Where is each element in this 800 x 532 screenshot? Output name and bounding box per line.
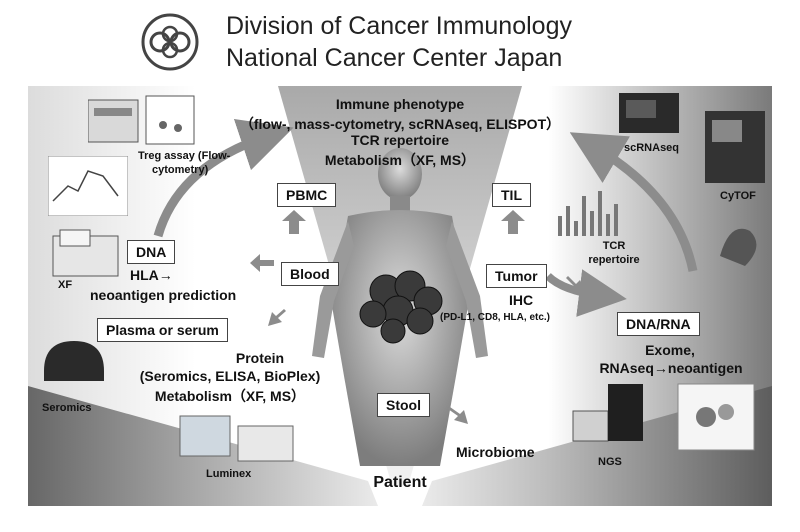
tumor-box: Tumor [486,264,547,288]
protein-label: Protein [235,350,285,366]
cytof-plot-icon [720,228,757,266]
tcr-caption: TCR [602,240,626,252]
title-line-2: National Cancer Center Japan [226,44,563,72]
plasma-or-serum-box: Plasma or serum [97,318,228,342]
rnaseq-neoantigen-label: RNAseq→neoantigen [599,360,743,376]
immune-phenotype-methods: （flow-, mass-cytometry, scRNAseq, ELISPO… [239,116,561,132]
dna-box: DNA [127,240,176,264]
dna-rna-box: DNA/RNA [617,312,700,336]
cytof-caption: CyTOF [720,190,756,202]
luminex-caption: Luminex [206,468,252,480]
patient-label: Patient [373,474,427,491]
neoantigen-prediction-label: neoantigen prediction [90,287,237,303]
treg-assay-caption: Treg assay (Flow- [138,150,231,162]
scrnaseq-caption: scRNAseq [624,142,680,154]
metabolism-label-bottom: Metabolism（XF, MS） [154,388,306,404]
seromics-caption: Seromics [42,402,92,414]
exome-label: Exome, [645,342,695,358]
xf-caption: XF [58,279,73,291]
til-box: TIL [492,183,531,207]
blood-box: Blood [281,262,339,286]
treg-assay-caption-2: cytometry) [152,164,209,176]
ihc-label: IHC [508,292,534,308]
neoantigen-report-icon [677,383,755,451]
header: Division of Cancer Immunology National C… [0,0,800,86]
metabolism-label-top: Metabolism（XF, MS） [324,152,476,168]
xf-analyzer-icon [52,229,119,277]
pbmc-box: PBMC [277,183,337,207]
seromics-instrument-icon [44,341,104,381]
stool-box: Stool [377,393,430,417]
immune-phenotype-label: Immune phenotype [335,96,465,112]
tcr-repertoire-caption: repertoire [588,254,640,266]
ngs-instrument-icon [572,384,643,442]
logo-icon [141,13,199,71]
ngs-caption: NGS [598,456,622,468]
microbiome-label: Microbiome [456,444,535,460]
diagram: Immune phenotype （flow-, mass-cytometry,… [28,86,772,506]
tumor-cells-icon [359,270,443,344]
protein-methods-label: (Seromics, ELISA, BioPlex) [139,368,321,384]
luminex-instrument-icon [179,415,294,462]
title-line-1: Division of Cancer Immunology [226,12,572,40]
cytof-instrument-icon [705,111,765,183]
tcr-repertoire-chart-icon [558,191,618,236]
ihc-markers-label: (PD-L1, CD8, HLA, etc.) [440,312,551,323]
metabolism-chart-icon [48,156,128,216]
tcr-repertoire-label: TCR repertoire [350,132,450,148]
flow-cytometer-icon [88,95,195,145]
hla-label: HLA→ [130,267,173,283]
scrnaseq-instrument-icon [619,93,679,133]
